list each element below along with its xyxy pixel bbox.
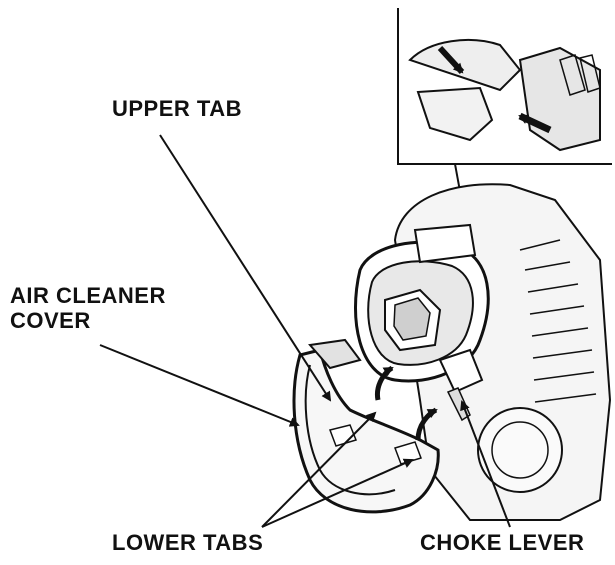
air-cleaner-cover-label: AIR CLEANER COVER xyxy=(10,283,166,334)
air-cleaner-label-line2: COVER xyxy=(10,308,91,334)
air-cleaner-cover-leader xyxy=(99,344,300,427)
engagement-arrows xyxy=(374,365,438,441)
choke-lever xyxy=(438,348,484,422)
upper-tab-label: UPPER TAB xyxy=(112,96,242,121)
upper-tab-leader xyxy=(159,134,332,402)
air-cleaner-label-line1: AIR CLEANER xyxy=(10,283,166,308)
choke-lever-leader xyxy=(460,400,511,528)
lower-tabs-label: LOWER TABS xyxy=(112,530,264,555)
lower-tabs-leader-1 xyxy=(261,411,377,528)
inset-detail xyxy=(397,8,612,165)
choke-lever-label: CHOKE LEVER xyxy=(420,530,585,555)
air-cleaner-body xyxy=(353,223,490,383)
lower-tabs-leader-2 xyxy=(261,458,414,528)
air-cleaner-cover xyxy=(292,338,440,514)
